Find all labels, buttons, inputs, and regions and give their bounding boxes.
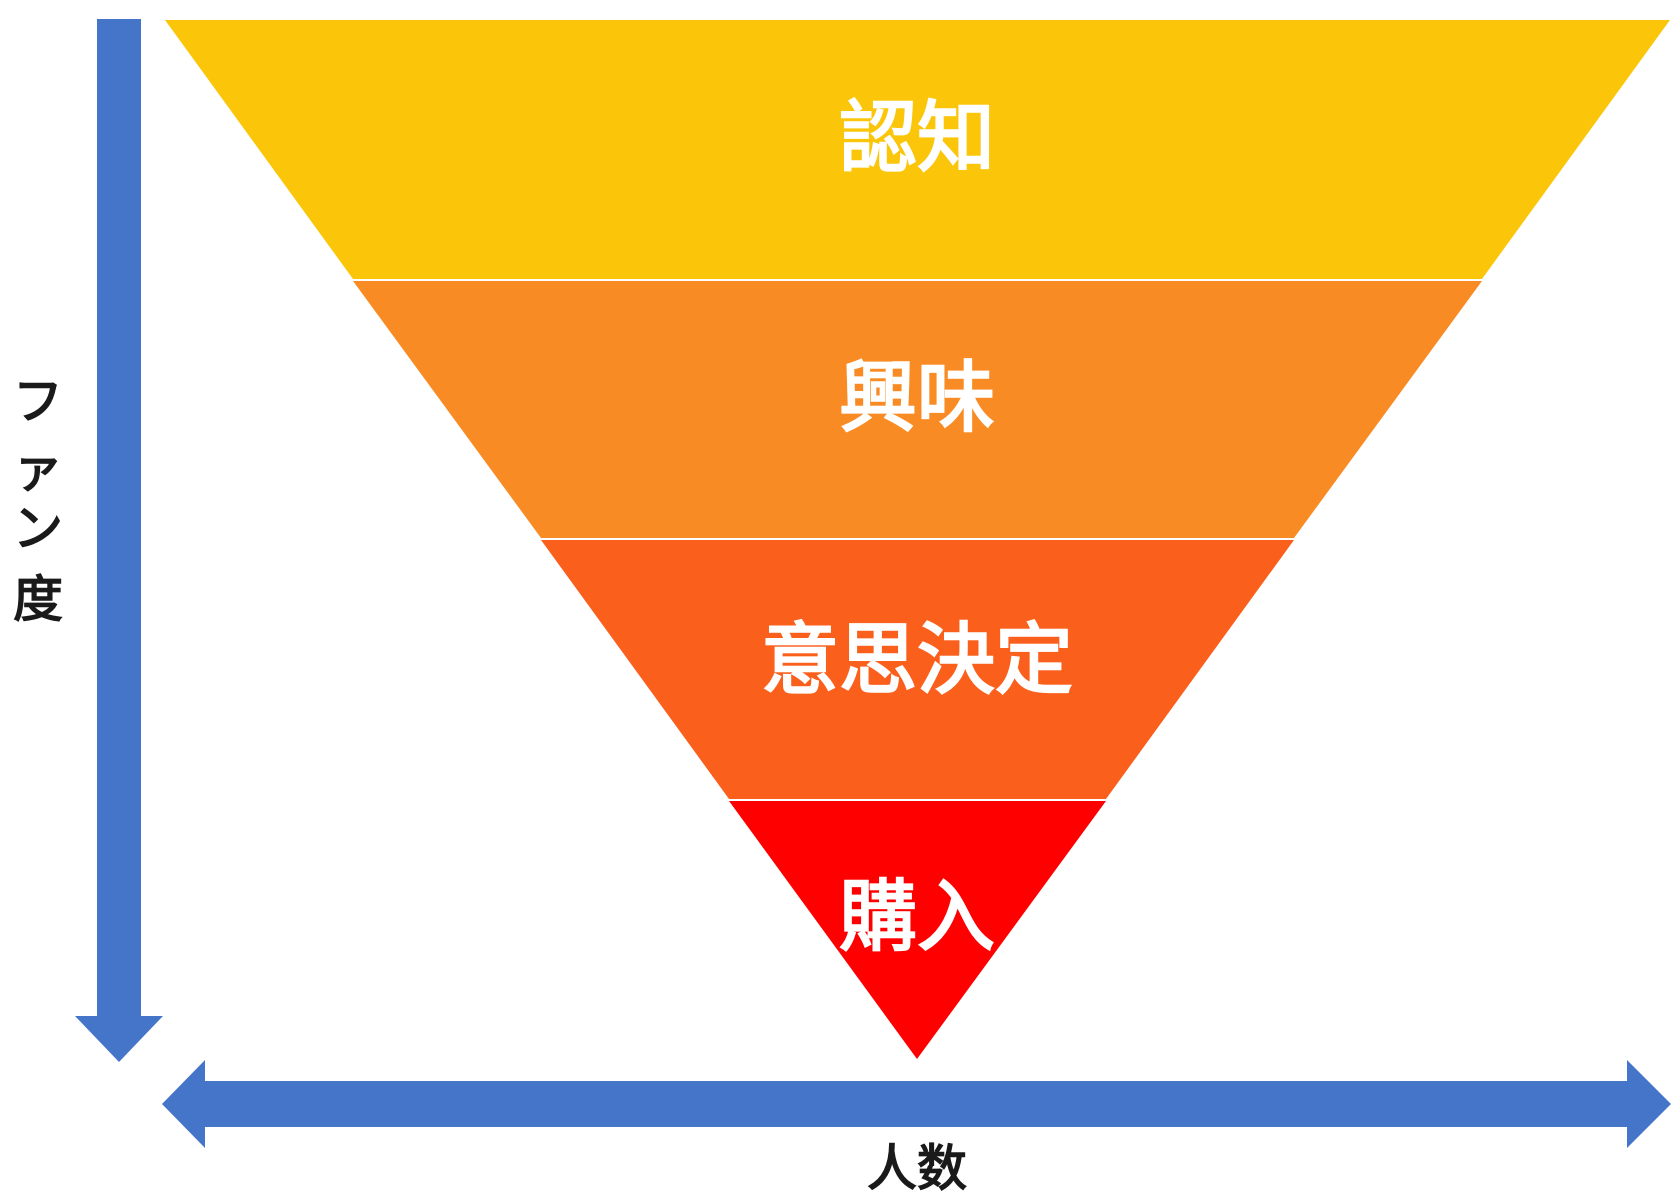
funnel-stage-purchase: [729, 801, 1106, 1059]
vertical-axis-label-char: ァ: [13, 441, 63, 499]
funnel-stage-awareness: [165, 20, 1670, 279]
funnel-stage-awareness-label: 認知: [839, 93, 995, 183]
vertical-axis-arrow: [75, 19, 163, 1062]
funnel-stage-interest-label: 興味: [839, 353, 995, 443]
vertical-axis-label: フ ァ ン 度: [13, 373, 63, 629]
funnel: 認知 興味 意思決定 購入: [165, 20, 1670, 1059]
vertical-axis-label-char: フ: [13, 373, 63, 431]
funnel-stage-decision-label: 意思決定: [761, 615, 1073, 705]
funnel-stage-interest: [353, 281, 1482, 538]
vertical-axis-label-char: 度: [13, 571, 63, 629]
vertical-axis-label-char: ン: [13, 500, 63, 558]
horizontal-axis-arrow: [162, 1060, 1671, 1148]
horizontal-axis-label: 人数: [867, 1140, 967, 1198]
funnel-stage-purchase-label: 購入: [839, 872, 995, 962]
funnel-stage-decision: [541, 540, 1294, 799]
